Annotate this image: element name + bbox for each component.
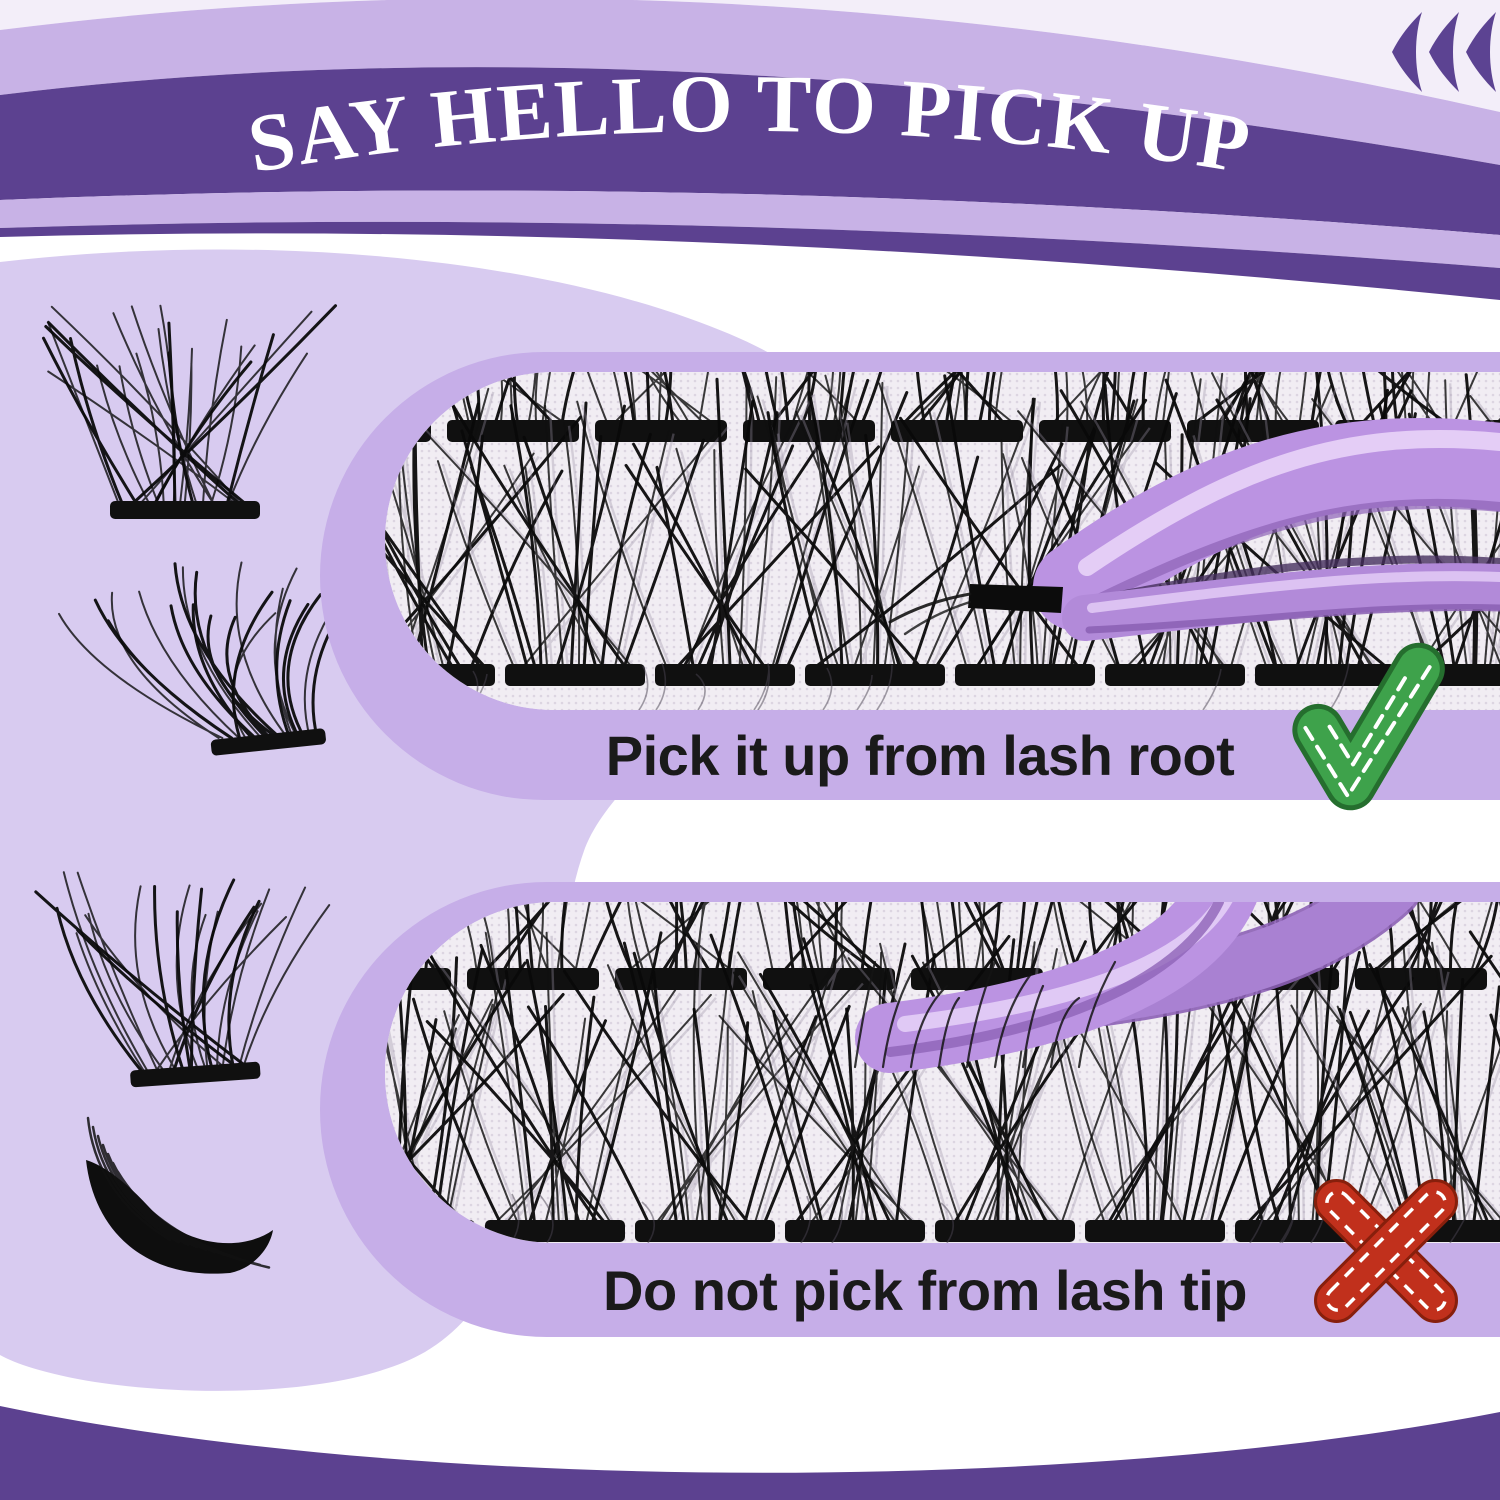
check-icon — [1292, 642, 1445, 811]
caption-pick-tip: Do not pick from lash tip — [560, 1243, 1290, 1337]
panel-pick-from-root: Pick it up from lash root — [320, 352, 1500, 811]
rewind-icon — [1392, 12, 1496, 92]
lash-tray-photo-tip — [385, 902, 1500, 1243]
arc-light-top — [0, 0, 1500, 165]
caption-pick-root: Pick it up from lash root — [560, 710, 1280, 800]
arc-dark-main — [0, 67, 1500, 235]
header-banner: SAY HELLO TO PICK UP — [0, 0, 1500, 300]
arc-light-bottom — [0, 190, 1500, 268]
caption-text: Do not pick from lash tip — [603, 1258, 1247, 1322]
panel-pick-from-tip: Do not pick from lash tip — [320, 882, 1500, 1337]
lash-cluster-samples — [34, 304, 354, 1274]
bottom-wave — [0, 1406, 1500, 1500]
arc-dark-thin — [0, 221, 1500, 300]
lash-tray-photo-root — [385, 372, 1500, 710]
cross-icon — [1314, 1179, 1458, 1323]
caption-text: Pick it up from lash root — [605, 723, 1235, 787]
pale-sky — [0, 0, 1500, 112]
